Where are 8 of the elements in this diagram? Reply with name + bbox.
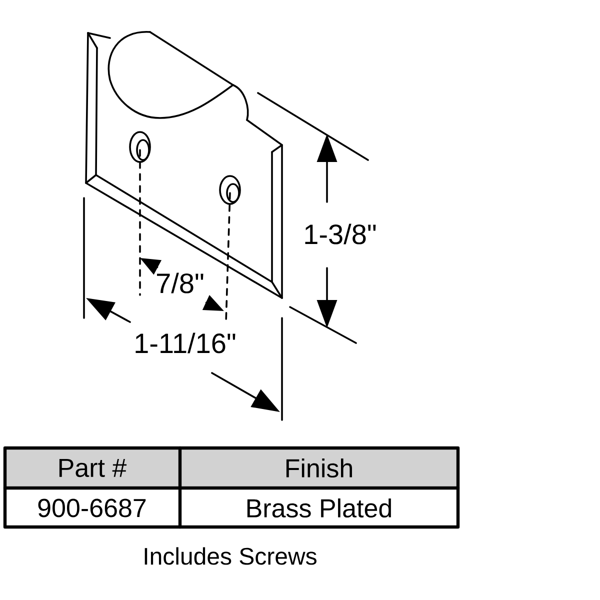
dimension-label: 1-11/16" bbox=[136, 332, 236, 354]
header-cell: Part # bbox=[5, 448, 180, 488]
table-cell: 900-6687 bbox=[38, 498, 146, 518]
dimension-label: 1-3/8" bbox=[305, 224, 376, 244]
table-cell: Brass Plated bbox=[247, 498, 391, 518]
header-cell: Finish bbox=[180, 448, 458, 488]
dimension-label: 7/8" bbox=[157, 272, 204, 294]
note-text: Includes Screws bbox=[144, 547, 316, 565]
